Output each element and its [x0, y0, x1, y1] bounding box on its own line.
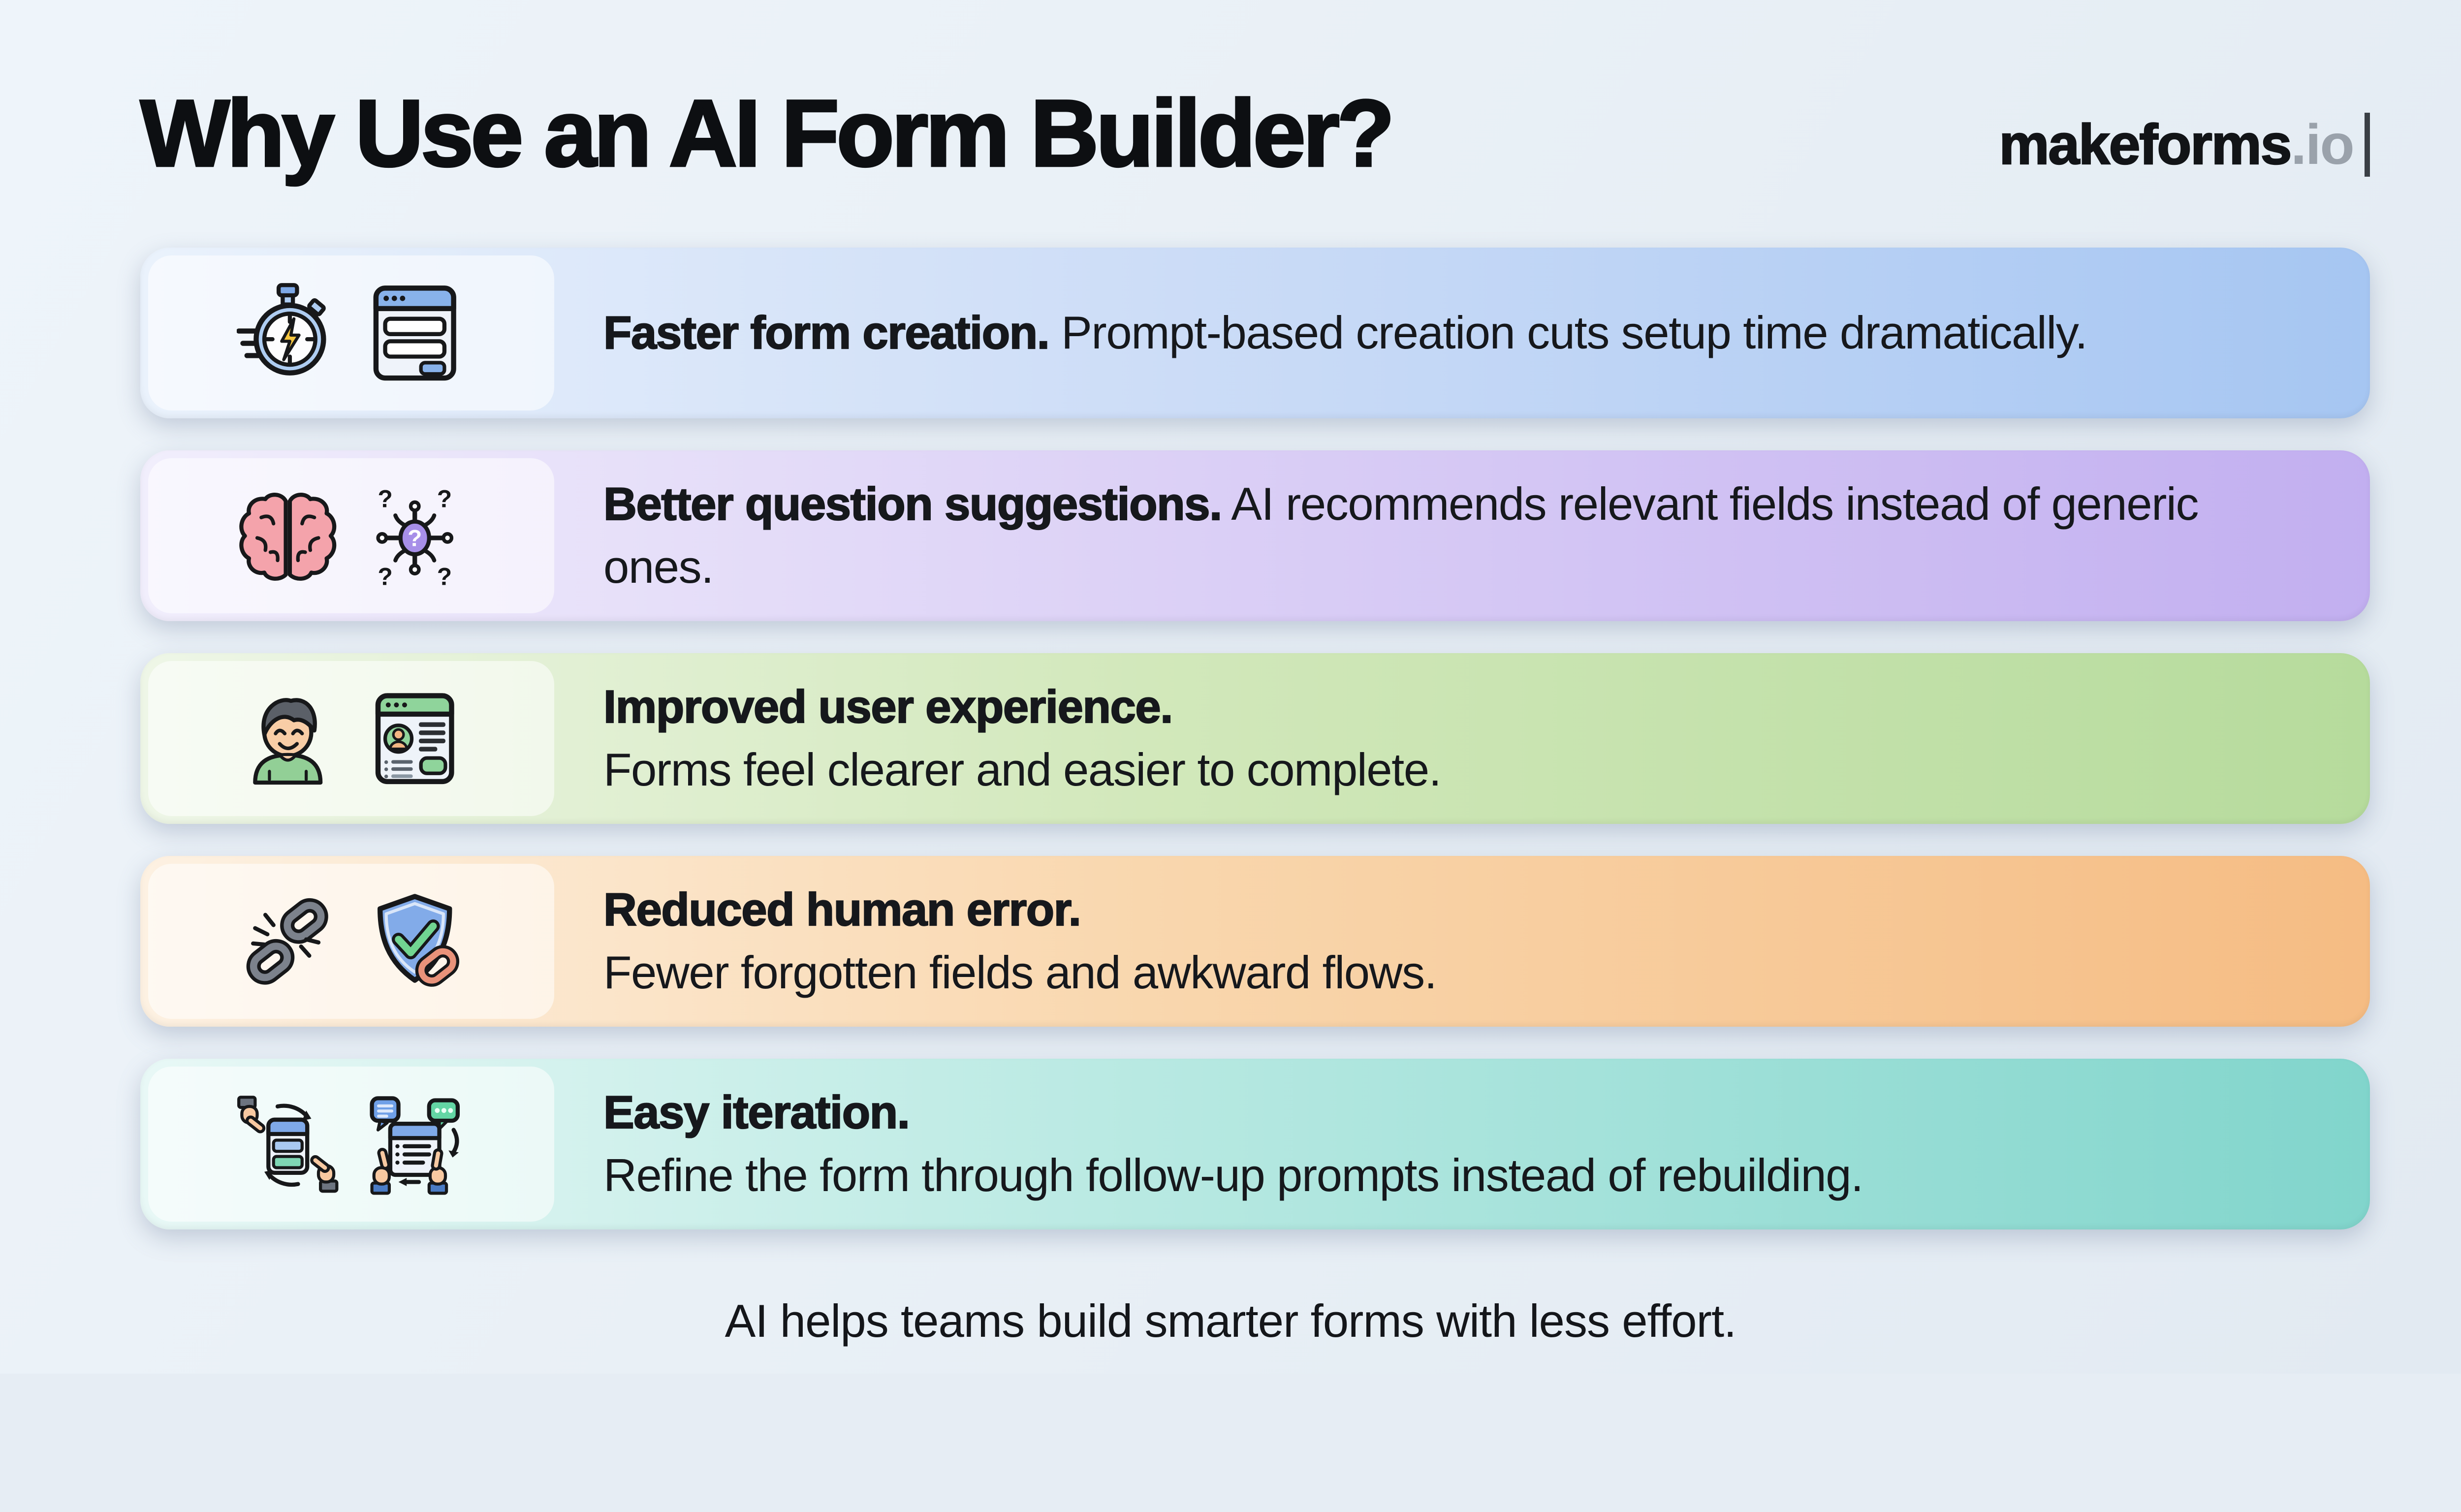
row-lead: Better question suggestions.: [603, 477, 1223, 530]
stopwatch-icon: [237, 283, 326, 376]
row-detail: Fewer forgotten fields and awkward flows…: [603, 946, 1437, 999]
row-detail: Prompt-based creation cuts setup time dr…: [1049, 307, 2087, 359]
row-faster-form-creation: Faster form creation. Prompt-based creat…: [140, 247, 2370, 418]
svg-text:?: ?: [437, 563, 451, 587]
shield-check-icon: [377, 893, 459, 987]
icon-panel: [148, 863, 554, 1019]
logo-caret: [2365, 112, 2370, 177]
brand-suffix: .io: [2291, 113, 2355, 176]
row-text: Faster form creation. Prompt-based creat…: [603, 301, 2088, 364]
row-lead: Improved user experience.: [603, 680, 1174, 733]
question-network-icon: ? ? ? ? ?: [376, 485, 453, 587]
profile-card-icon: [375, 693, 454, 784]
brand-name: makeforms: [1998, 112, 2293, 177]
row-text: Improved user experience. Forms feel cle…: [603, 675, 1442, 801]
row-lead: Easy iteration.: [603, 1086, 911, 1138]
row-improved-user-experience: Improved user experience. Forms feel cle…: [140, 653, 2370, 824]
user-icon: [253, 697, 323, 785]
svg-text:?: ?: [408, 525, 422, 551]
icon-panel: [148, 1066, 554, 1222]
row-reduced-human-error: Reduced human error. Fewer forgotten fie…: [140, 855, 2370, 1027]
row-easy-iteration: Easy iteration. Refine the form through …: [140, 1058, 2370, 1229]
broken-chain-icon: [246, 898, 328, 985]
infographic-canvas: Why Use an AI Form Builder? makeforms.io: [0, 0, 2461, 1374]
row-detail: Refine the form through follow-up prompt…: [603, 1149, 1863, 1201]
form-window-icon: [373, 285, 456, 380]
row-text: Easy iteration. Refine the form through …: [603, 1081, 1863, 1207]
row-lead: Faster form creation.: [603, 306, 1050, 359]
svg-text:?: ?: [378, 563, 392, 587]
row-lead: Reduced human error.: [603, 883, 1082, 936]
benefit-rows: Faster form creation. Prompt-based creat…: [140, 247, 2370, 1229]
page-title: Why Use an AI Form Builder?: [139, 79, 1396, 188]
icon-panel: [148, 661, 554, 816]
brand-logo: makeforms.io: [1998, 112, 2370, 177]
row-text: Reduced human error. Fewer forgotten fie…: [603, 878, 1437, 1004]
row-better-question-suggestions: ? ? ? ? ? Better question suggestions. A…: [140, 450, 2370, 621]
footer-note: AI helps teams build smarter forms with …: [725, 1295, 1737, 1347]
icon-panel: ? ? ? ? ?: [148, 458, 554, 613]
row-text: Better question suggestions. AI recommen…: [603, 472, 2228, 598]
row-detail: AI recommends relevant fields instead of…: [603, 478, 2199, 593]
row-detail: Forms feel clearer and easier to complet…: [603, 744, 1442, 796]
svg-text:?: ?: [437, 485, 451, 512]
svg-text:?: ?: [378, 485, 392, 512]
feedback-hands-icon: [369, 1096, 460, 1195]
iteration-hands-icon: [237, 1095, 339, 1193]
brain-icon: [239, 492, 337, 581]
icon-panel: [148, 255, 554, 410]
